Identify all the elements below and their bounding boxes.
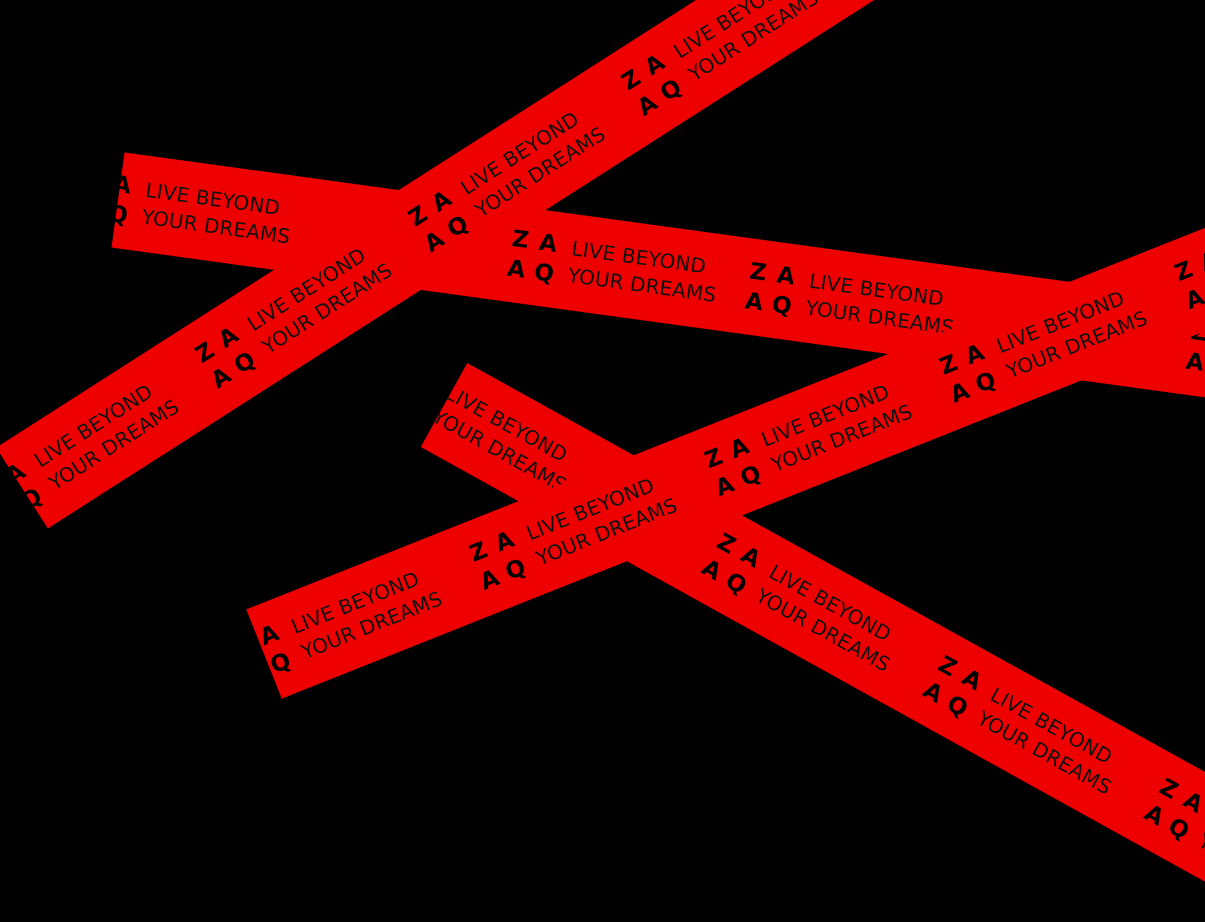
- slogan-line-2: YOUR DREAMS: [1194, 828, 1205, 922]
- brand-letter: Q: [16, 483, 48, 516]
- brand-letter: Q: [111, 200, 130, 230]
- brand-letter: Z: [421, 363, 422, 385]
- brand-letter: A: [537, 229, 559, 258]
- brand-letter: A: [111, 171, 133, 200]
- brand-letter: A: [505, 255, 527, 284]
- brand-letter: A: [0, 498, 23, 529]
- brand-letter: A: [743, 288, 765, 317]
- brand-letter: A: [1184, 348, 1205, 377]
- brand-letter: Q: [770, 291, 794, 321]
- brand-letter: Q: [420, 388, 428, 421]
- brand-letter: A: [420, 363, 441, 394]
- brand-letter: Q: [532, 259, 556, 288]
- brand-letter: Z: [748, 258, 769, 287]
- brand-letter: A: [775, 262, 797, 291]
- brand-letter: Z: [0, 473, 7, 505]
